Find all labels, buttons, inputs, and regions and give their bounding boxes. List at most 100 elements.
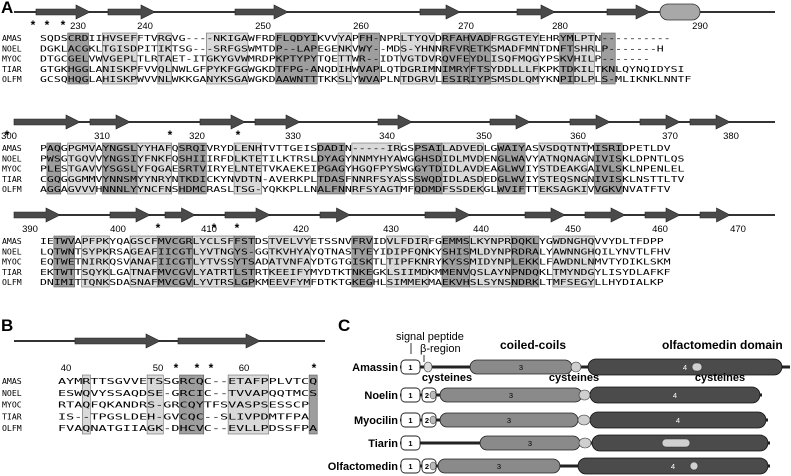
beta-strand-arrow: [224, 207, 271, 223]
sequence-name: AMAS: [2, 376, 22, 386]
beta-strand-arrow: [177, 333, 261, 349]
beta-strand-arrow: [319, 207, 351, 223]
beta-strand-arrow: [424, 207, 471, 223]
label-coiled-coils: coiled-coils: [500, 338, 566, 352]
identical-column: [601, 32, 616, 85]
domain-number-3: 3: [528, 439, 532, 448]
cysteine-box: [691, 362, 703, 372]
conserved-cysteine-star: *: [31, 18, 36, 32]
tick-label: 310: [94, 131, 110, 142]
similar-column: [386, 235, 429, 288]
sequence-residues: DNIMITTQNKSDASNAFMVCGVLYVTRSLGPKMEEVFYMF…: [40, 277, 664, 287]
beta-strand-arrow: [606, 4, 651, 20]
label-cysteines: cysteines: [549, 372, 599, 384]
identical-column: [351, 235, 373, 288]
cysteine-box: [429, 390, 437, 400]
identical-column: [441, 235, 470, 288]
sequence-name: AMAS: [2, 33, 22, 43]
tick-label: 350: [476, 131, 492, 142]
domain-number-2: 2: [425, 462, 429, 471]
protein-name-tiarin: Tiarin: [368, 438, 398, 450]
domain-number-3: 3: [497, 462, 501, 471]
identical-column: [179, 374, 205, 435]
tick-label: 300: [1, 131, 17, 142]
sequence-residues: PWSGTGQVVYNGSIYFNKFQSHIIIRFDLKTETILKTRSL…: [40, 153, 685, 163]
protein-name-amassin: Amassin: [352, 362, 398, 374]
similar-column: [400, 32, 436, 85]
tick-label: 240: [137, 21, 153, 32]
tick-label: 400: [110, 224, 126, 235]
beta-strand-arrow: [516, 4, 556, 20]
sequence-residues: EKTWTTSQYKLGATNAFMVCGVLYATRTLSTRTKEEIFYM…: [40, 267, 671, 277]
similar-column: [129, 235, 159, 288]
conserved-cysteine-star: *: [312, 361, 317, 375]
conserved-cysteine-star: *: [5, 128, 10, 142]
similar-column: [538, 142, 588, 195]
olfactomedin-domain-bar: [577, 457, 769, 475]
beta-strand-arrow: [419, 4, 461, 20]
beta-strand-arrow: [199, 114, 246, 130]
similar-column: [441, 142, 484, 195]
sequence-residues: DTGCGELVWVGEPLTLRTAET-ITGKYGVWMRDPKPTYPY…: [40, 54, 650, 64]
identical-column: [308, 374, 318, 435]
conserved-cysteine-star: *: [212, 221, 217, 235]
conserved-cysteine-star: *: [235, 221, 240, 235]
sequence-name: MYOC: [2, 400, 22, 410]
sequence-name: NOEL: [2, 388, 22, 398]
tick-label: 430: [383, 224, 399, 235]
beta-strand-arrow: [699, 207, 731, 223]
beta-strand-arrow: [74, 333, 161, 349]
sequence-residues: PLESTGAVVYSGSLYFQGAESRTVIRYELNTETVKAEKEI…: [40, 164, 685, 174]
sequence-name: MYOC: [2, 164, 22, 174]
beta-strand-arrow: [35, 4, 91, 20]
sequence-residues: CGQGGGMMVYNNSMYYNRYNTKDICKYNVDTN-AVERKPL…: [40, 174, 685, 184]
beta-strand-arrow: [164, 207, 196, 223]
sequence-name: OLFM: [2, 423, 22, 433]
panel-label-b: B: [1, 316, 14, 335]
similar-column: [102, 32, 138, 85]
beta-strand-arrow: [89, 114, 131, 130]
protein-name-olfactomedin: Olfactomedin: [328, 461, 399, 473]
sequence-name: TIAR: [2, 174, 22, 184]
beta-strand-arrow: [584, 207, 626, 223]
sequence-residues: AGGAGVVVHNNNLYYNCFNSHDMCRASLTSG-YQKKPLLN…: [40, 184, 671, 194]
identical-column: [497, 142, 526, 195]
signal-peptide-box: [400, 458, 421, 474]
domain-number-1: 1: [408, 416, 412, 425]
domain-number-1: 1: [408, 391, 412, 400]
tick-label: 420: [293, 224, 309, 235]
beta-strand-arrow: [377, 114, 413, 130]
tick-label: 390: [22, 224, 38, 235]
identical-column: [275, 32, 318, 85]
beta-strand-arrow: [13, 207, 61, 223]
tick-label: 60: [239, 363, 250, 374]
conserved-cysteine-star: *: [195, 361, 200, 375]
sequence-residues: EQTWETNIRKQSVANAFIICGTLYTVSSYTSADATVNFAY…: [40, 257, 671, 267]
cysteine-box: [429, 461, 437, 471]
sequence-residues: LQTWNTSYPKRSAGEAFIICGTLYVTNGYS-GGTKVHYAY…: [40, 246, 671, 256]
cysteine-box: [578, 389, 591, 401]
sequence-residues: FVAQNATGIIAGK-DHCVC--EVLLPDSSFPA: [58, 423, 317, 433]
tick-label: 320: [189, 131, 205, 142]
similar-column: [227, 374, 269, 435]
tick-label: 40: [61, 363, 72, 374]
sequence-residues: IETWVAPFPKYQAGSCFMVCGRLYCLSFFSTDSTVELVYE…: [40, 236, 664, 246]
label-cysteines: cysteines: [422, 372, 472, 384]
tick-label: 250: [255, 21, 271, 32]
identical-column: [67, 32, 89, 85]
beta-strand-arrow: [644, 207, 681, 223]
tick-label: 440: [473, 224, 489, 235]
domain-number-2: 2: [425, 391, 429, 400]
sequence-residues: AYMRTTSGVVETSSGRCQC--ETAFPPLVTCQ: [58, 376, 317, 386]
identical-column: [358, 32, 380, 85]
identical-column: [559, 32, 574, 85]
domain-number-3: 3: [507, 416, 511, 425]
domain-number-4: 4: [676, 416, 680, 425]
conserved-cysteine-star: *: [209, 361, 214, 375]
similar-column: [67, 142, 96, 195]
identical-column: [53, 235, 75, 288]
conserved-cysteine-star: *: [45, 18, 50, 32]
olfactomedin-domain-bar: [587, 358, 783, 376]
tick-label: 230: [70, 21, 86, 32]
